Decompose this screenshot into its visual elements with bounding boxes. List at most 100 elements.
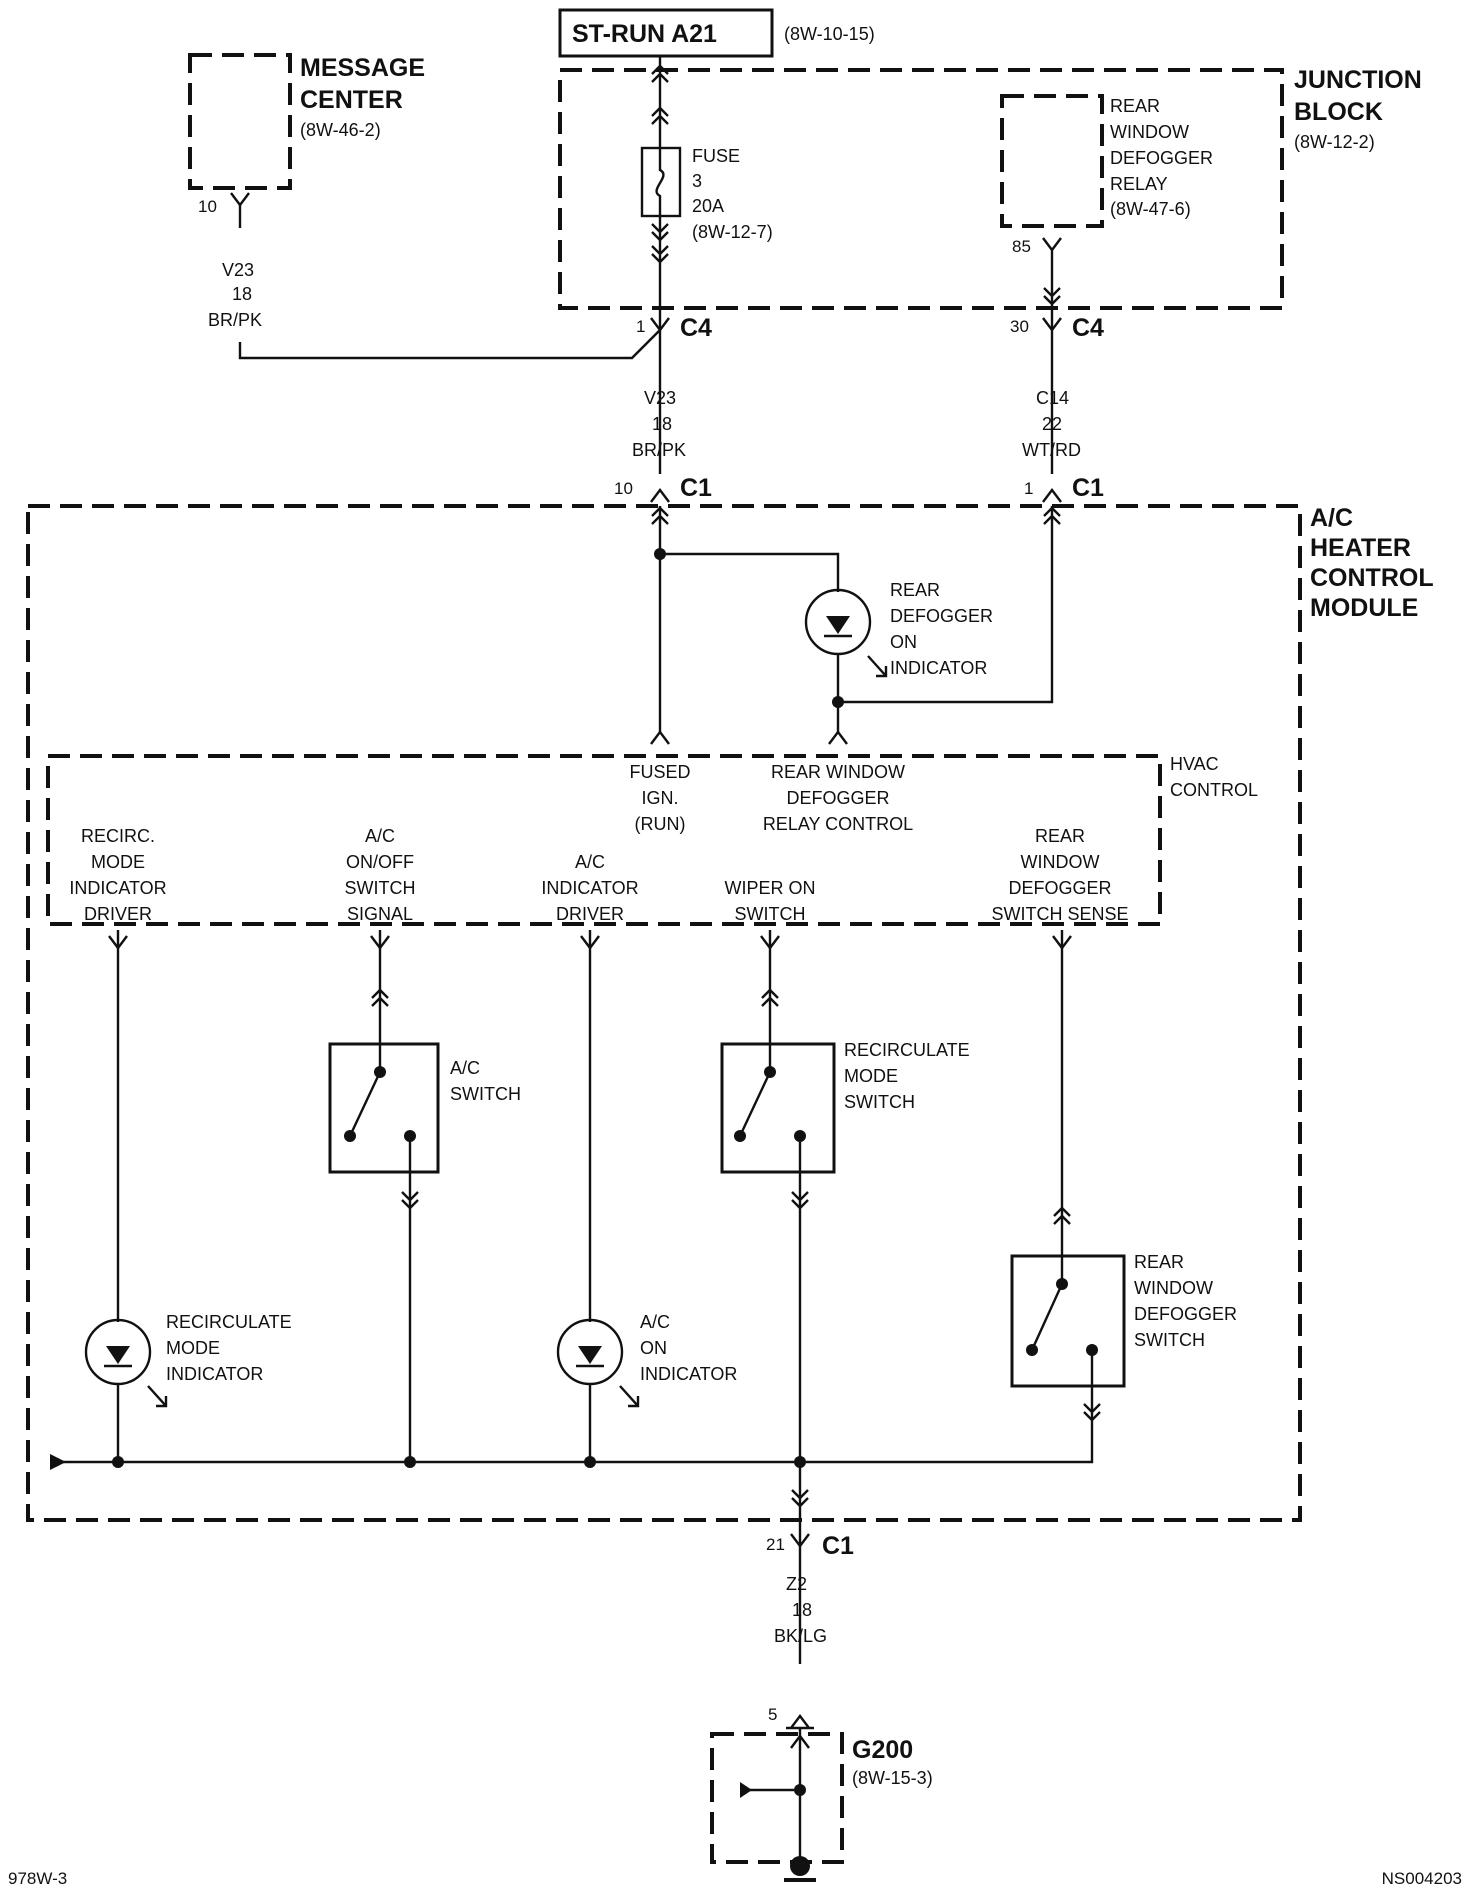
c1-left-pin: 10 (614, 479, 633, 498)
fused-ign-label-3: (RUN) (635, 814, 686, 834)
ground-ref: (8W-15-3) (852, 1768, 933, 1788)
title-ref: (8W-10-15) (784, 24, 875, 44)
recirculate-mode-indicator (84, 1318, 168, 1408)
wiper-switch-label-2: SWITCH (735, 904, 806, 924)
wire-v23-color: BR/PK (632, 440, 686, 460)
ac-switch-signal-label-4: SIGNAL (347, 904, 413, 924)
junction-block: JUNCTION BLOCK (8W-12-2) (558, 66, 1422, 310)
ac-indicator-label-1: A/C (640, 1312, 670, 1332)
recirc-switch-label-3: SWITCH (844, 1092, 915, 1112)
junction-block-title-1: JUNCTION (1294, 66, 1422, 94)
rear-window-defogger-switch (800, 1252, 1126, 1464)
module-title-4: MODULE (1310, 594, 1418, 622)
relay-label-2: WINDOW (1110, 122, 1189, 142)
ac-switch (328, 1034, 440, 1462)
ac-switch-signal-label-3: SWITCH (345, 878, 416, 898)
rear-window-defogger-relay (1000, 94, 1104, 228)
ac-driver-label-1: A/C (575, 852, 605, 872)
wire-v23-gauge: 18 (652, 414, 672, 434)
ac-heater-control-module: A/C HEATER CONTROL MODULE (26, 504, 1434, 1522)
wire-z2-code: Z2 (786, 1574, 807, 1594)
wire-v23-left-code: V23 (222, 260, 254, 280)
recirc-indicator-label-1: RECIRCULATE (166, 1312, 292, 1332)
message-center-pin: 10 (198, 197, 217, 216)
defog-indicator-label-2: DEFOGGER (890, 606, 993, 626)
recirc-driver-label-4: DRIVER (84, 904, 152, 924)
defog-indicator-label-1: REAR (890, 580, 940, 600)
st-run-a21-box: ST-RUN A21 (558, 8, 774, 58)
relay-control-label-3: RELAY CONTROL (763, 814, 913, 834)
defog-switch-label-4: SWITCH (1134, 1330, 1205, 1350)
message-center: MESSAGE CENTER (8W-46-2) 10 (188, 53, 425, 216)
wire-c14-color: WT/RD (1022, 440, 1081, 460)
fuse-label-4: (8W-12-7) (692, 222, 773, 242)
wire-v23-left-gauge: 18 (232, 284, 252, 304)
wire-v23-left-color: BR/PK (208, 310, 262, 330)
hvac-label-1: HVAC (1170, 754, 1219, 774)
relay-label-1: REAR (1110, 96, 1160, 116)
module-title-3: CONTROL (1310, 564, 1434, 592)
module-title-1: A/C (1310, 504, 1353, 532)
defog-indicator-label-3: ON (890, 632, 917, 652)
ground-pin: 5 (768, 1705, 777, 1724)
relay-label-3: DEFOGGER (1110, 148, 1213, 168)
fuse-label-2: 3 (692, 171, 702, 191)
relay-control-label-2: DEFOGGER (786, 788, 889, 808)
c1-left-name: C1 (680, 474, 712, 502)
ac-driver-label-2: INDICATOR (541, 878, 638, 898)
fuse-3 (640, 146, 682, 218)
wire-z2-color: BK/LG (774, 1626, 827, 1646)
wire-v23-code: V23 (644, 388, 676, 408)
title-box-label: ST-RUN A21 (572, 20, 717, 48)
wire-c14-code: C14 (1036, 388, 1069, 408)
c4-right-name: C4 (1072, 314, 1104, 342)
footer-right-code: NS004203 (1382, 1869, 1462, 1888)
ground-name: G200 (852, 1736, 913, 1764)
hvac-label-2: CONTROL (1170, 780, 1258, 800)
defog-switch-label-2: WINDOW (1134, 1278, 1213, 1298)
defog-switch-label-1: REAR (1134, 1252, 1184, 1272)
defog-indicator-label-4: INDICATOR (890, 658, 987, 678)
ac-switch-signal-label-1: A/C (365, 826, 395, 846)
recirculate-mode-switch (720, 1034, 836, 1520)
defog-sense-label-4: SWITCH SENSE (991, 904, 1128, 924)
g200-ground (710, 1726, 844, 1882)
defog-sense-label-1: REAR (1035, 826, 1085, 846)
recirc-indicator-label-2: MODE (166, 1338, 220, 1358)
ac-indicator-label-2: ON (640, 1338, 667, 1358)
ac-on-indicator (556, 1318, 640, 1408)
rear-defogger-on-indicator (804, 588, 888, 678)
ac-switch-label-1: A/C (450, 1058, 480, 1078)
c1-right-pin: 1 (1024, 479, 1033, 498)
c4-right-pin: 30 (1010, 317, 1029, 336)
recirc-switch-label-2: MODE (844, 1066, 898, 1086)
message-center-title-2: CENTER (300, 86, 403, 114)
fused-ign-label-1: FUSED (629, 762, 690, 782)
defog-switch-label-3: DEFOGGER (1134, 1304, 1237, 1324)
c1-bottom-pin: 21 (766, 1535, 785, 1554)
defog-sense-label-3: DEFOGGER (1008, 878, 1111, 898)
ac-switch-signal-label-2: ON/OFF (346, 852, 414, 872)
relay-label-4: RELAY (1110, 174, 1168, 194)
recirc-switch-label-1: RECIRCULATE (844, 1040, 970, 1060)
wiper-switch-label-1: WIPER ON (724, 878, 815, 898)
footer-left-code: 978W-3 (8, 1869, 67, 1888)
ac-switch-label-2: SWITCH (450, 1084, 521, 1104)
recirc-driver-label-3: INDICATOR (69, 878, 166, 898)
recirc-driver-label-1: RECIRC. (81, 826, 155, 846)
recirc-indicator-label-3: INDICATOR (166, 1364, 263, 1384)
c1-right-name: C1 (1072, 474, 1104, 502)
ac-driver-label-3: DRIVER (556, 904, 624, 924)
wire-c14-gauge: 22 (1042, 414, 1062, 434)
junction-block-title-2: BLOCK (1294, 98, 1383, 126)
relay-control-label-1: REAR WINDOW (771, 762, 905, 782)
fuse-label-3: 20A (692, 196, 724, 216)
defog-sense-label-2: WINDOW (1021, 852, 1100, 872)
c4-left-pin: 1 (636, 317, 645, 336)
junction-block-ref: (8W-12-2) (1294, 132, 1375, 152)
fused-ign-label-2: IGN. (641, 788, 678, 808)
module-title-2: HEATER (1310, 534, 1411, 562)
message-center-title-1: MESSAGE (300, 54, 425, 82)
c4-left-name: C4 (680, 314, 712, 342)
